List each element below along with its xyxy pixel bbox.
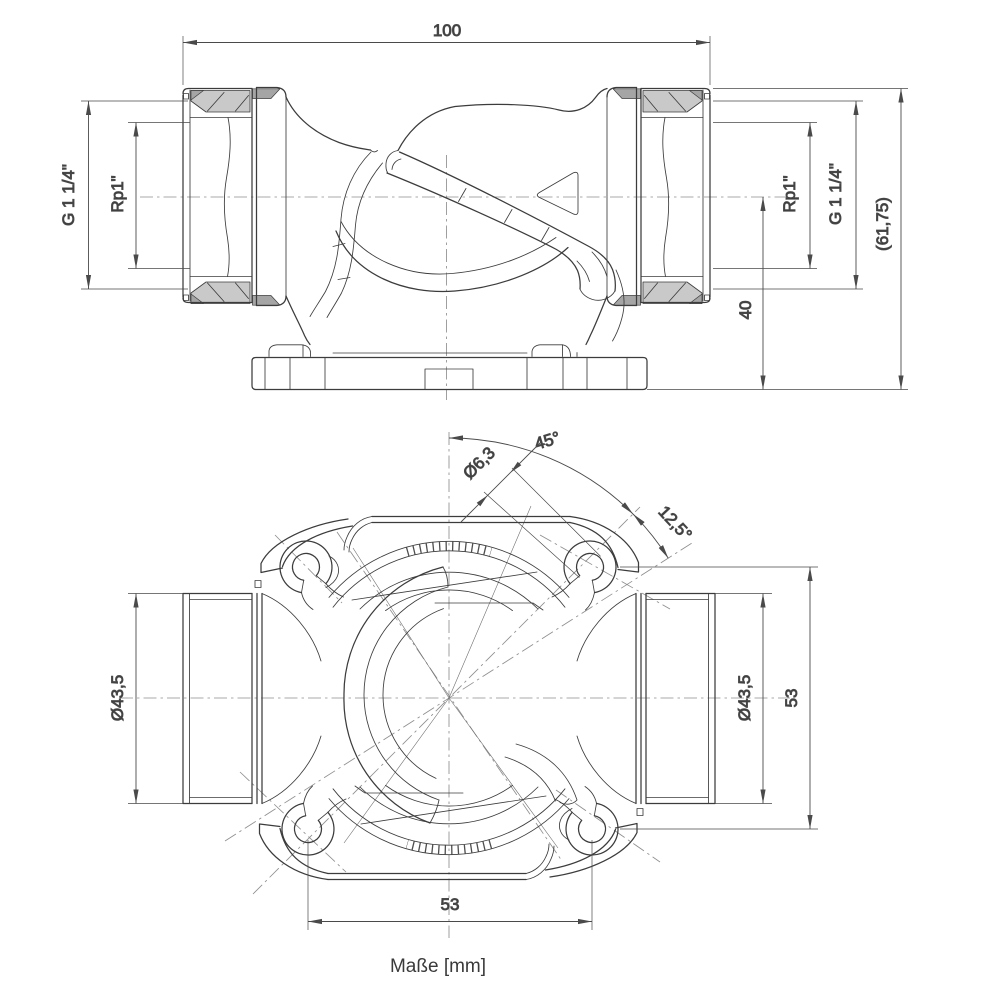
units-caption: Maße [mm] <box>390 956 486 977</box>
dim-left-outer-thread: G 1 1/4" <box>59 100 188 290</box>
bottom-radial-lines <box>343 505 559 849</box>
left-thread-hatch <box>190 88 281 306</box>
front-base <box>251 344 648 391</box>
bottom-left-port <box>182 592 263 805</box>
dim-label-53-bottom: 53 <box>441 895 460 914</box>
central-passage <box>343 566 578 824</box>
dim-angle-12-5: 12,5° <box>632 502 696 559</box>
dim-total-height: (61,75) <box>647 88 908 390</box>
front-right-port <box>606 86 711 307</box>
dim-label-g114-right: G 1 1/4" <box>826 163 845 225</box>
port-transitions <box>261 593 637 804</box>
dim-label-rp1-left: Rp1" <box>108 175 127 212</box>
dim-label-435-left: Ø43,5 <box>108 675 127 721</box>
front-view: 100 G 1 1/4" Rp1" Rp1" G 1 1/4" <box>59 21 908 400</box>
dim-right-inner-thread: Rp1" <box>713 122 817 269</box>
dim-label-6175: (61,75) <box>873 197 892 251</box>
dim-label-63: Ø6,3 <box>459 443 498 482</box>
dim-label-g114-left: G 1 1/4" <box>59 164 78 226</box>
dim-label-53-right: 53 <box>782 689 801 708</box>
bottom-centerlines <box>120 432 790 938</box>
bottom-right-port <box>635 592 716 805</box>
bottom-view-lower-half <box>260 785 644 879</box>
dim-width-100: 100 <box>182 21 711 85</box>
dim-port-dia-left: Ø43,5 <box>108 593 183 804</box>
dim-right-outer-thread: G 1 1/4" <box>713 100 863 290</box>
flow-direction-triangle <box>536 171 579 215</box>
dim-label-rp1-right: Rp1" <box>780 175 799 212</box>
dim-53-horizontal: 53 <box>307 840 593 930</box>
dim-label-435-right: Ø43,5 <box>735 675 754 721</box>
dim-left-inner-thread: Rp1" <box>108 122 190 269</box>
dim-axis-to-base: 40 <box>736 197 766 390</box>
bottom-view: 45° 12,5° Ø6,3 Ø43,5 Ø43,5 <box>108 427 818 938</box>
front-body <box>285 87 625 346</box>
dim-hole-diameter: Ø6,3 <box>459 441 601 578</box>
bottom-view-upper-half <box>254 515 640 612</box>
dim-label-40: 40 <box>736 301 755 320</box>
front-centerlines <box>140 155 790 400</box>
dim-port-dia-right: Ø43,5 <box>715 593 772 804</box>
dim-label-100: 100 <box>433 21 461 40</box>
dim-label-45deg: 45° <box>532 428 562 454</box>
dim-53-vertical: 53 <box>620 566 818 830</box>
dim-label-125deg: 12,5° <box>654 502 695 544</box>
front-left-port <box>182 86 287 307</box>
